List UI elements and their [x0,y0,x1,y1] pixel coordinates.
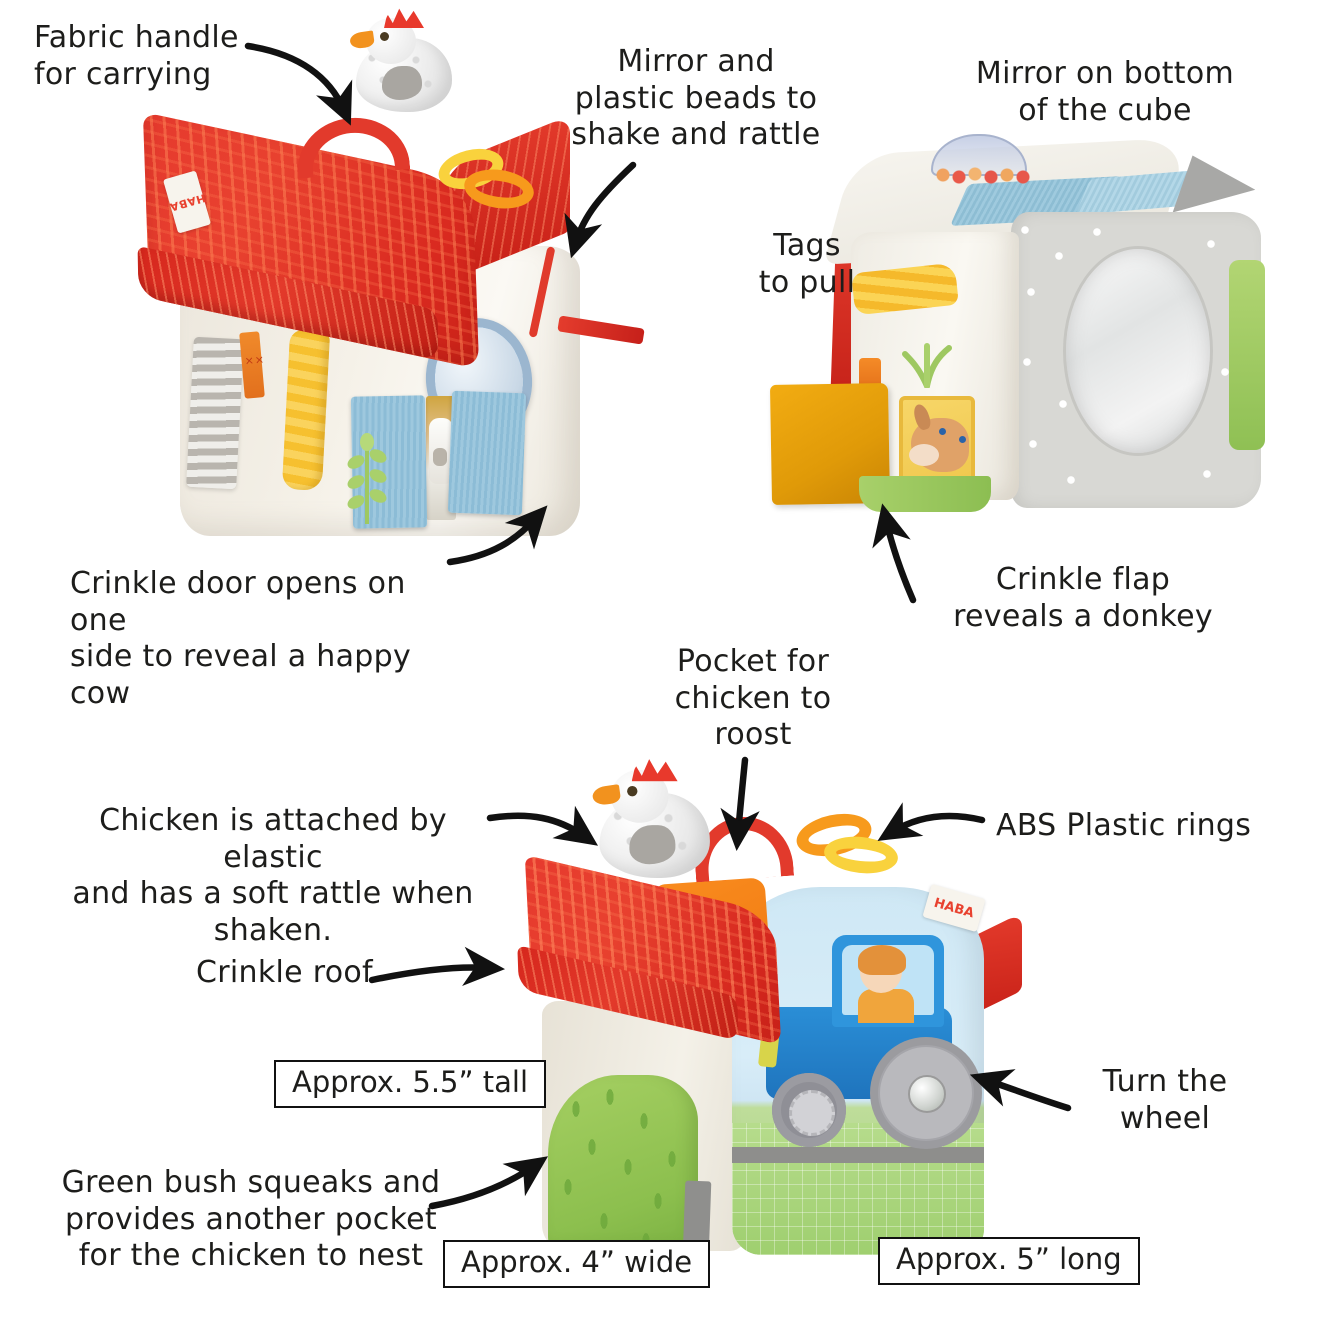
dimension-box-height: Approx. 5.5” tall [274,1060,547,1108]
green-trim-right [1229,260,1265,450]
crinkle-door-right [447,390,527,516]
donkey-eye-left [939,428,946,435]
gray-band [732,1147,984,1163]
driver-hair [858,945,906,975]
photo-barn-tractor: HABA [488,759,1048,1275]
chicken-plush [346,8,466,122]
annotation-abs-rings: ABS Plastic rings [996,808,1252,843]
annotation-crinkle-door: Crinkle door opens on one side to reveal… [70,566,412,711]
grass-sprig-icon [902,343,952,388]
annotation-crinkle-flap: Crinkle flap reveals a donkey [953,562,1213,634]
dimension-box-width: Approx. 4” wide [443,1240,711,1288]
turnable-wheel-hub[interactable] [908,1075,946,1113]
annotation-turn-wheel: Turn the wheel [1102,1064,1228,1136]
donkey-picture [899,396,975,486]
annotation-mirror-beads: Mirror and plastic beads to shake and ra… [571,44,821,153]
annotation-chicken-elastic: Chicken is attached by elastic and has a… [72,803,474,948]
chicken-comb [384,8,424,28]
annotation-fabric-handle: Fabric handle for carrying [34,20,239,92]
plastic-ring-yellow [822,833,900,877]
donkey-muzzle [909,444,939,466]
annotation-pocket-roost: Pocket for chicken to roost [674,644,832,753]
annotation-tags-to-pull: Tags to pull [758,228,856,300]
barn-tractor-face [732,887,984,1255]
chicken-eye [380,32,389,41]
yellow-knotted-tag [281,329,331,491]
chicken-plush [588,759,738,901]
green-bush-panel [548,1075,698,1253]
chicken-wing [629,825,676,865]
haba-tag-label: HABA [932,895,976,921]
donkey-ear [911,402,933,432]
bottom-mirror [1063,246,1213,456]
driver-body [858,989,914,1023]
haba-tag-label: HABA [167,190,207,214]
green-trim-bottom [859,476,991,512]
plastic-beads [935,166,1031,184]
annotation-green-bush: Green bush squeaks and provides another … [61,1165,441,1274]
photo-barn-front: HABA [137,8,645,566]
annotation-mirror-bottom: Mirror on bottom of the cube [975,56,1235,128]
striped-fabric-tag [186,336,244,490]
photo-cube-mirror [755,134,1315,540]
leaf-sprig-icon [347,433,387,524]
chicken-comb [631,759,678,782]
chicken-wing [382,66,422,100]
annotation-crinkle-roof: Crinkle roof [196,955,373,990]
chicken-eye [627,786,638,797]
fabric-carry-handle [293,113,411,179]
dimension-box-length: Approx. 5” long [878,1237,1140,1285]
donkey-eye-right [959,436,966,443]
tractor-front-wheel [772,1073,846,1147]
